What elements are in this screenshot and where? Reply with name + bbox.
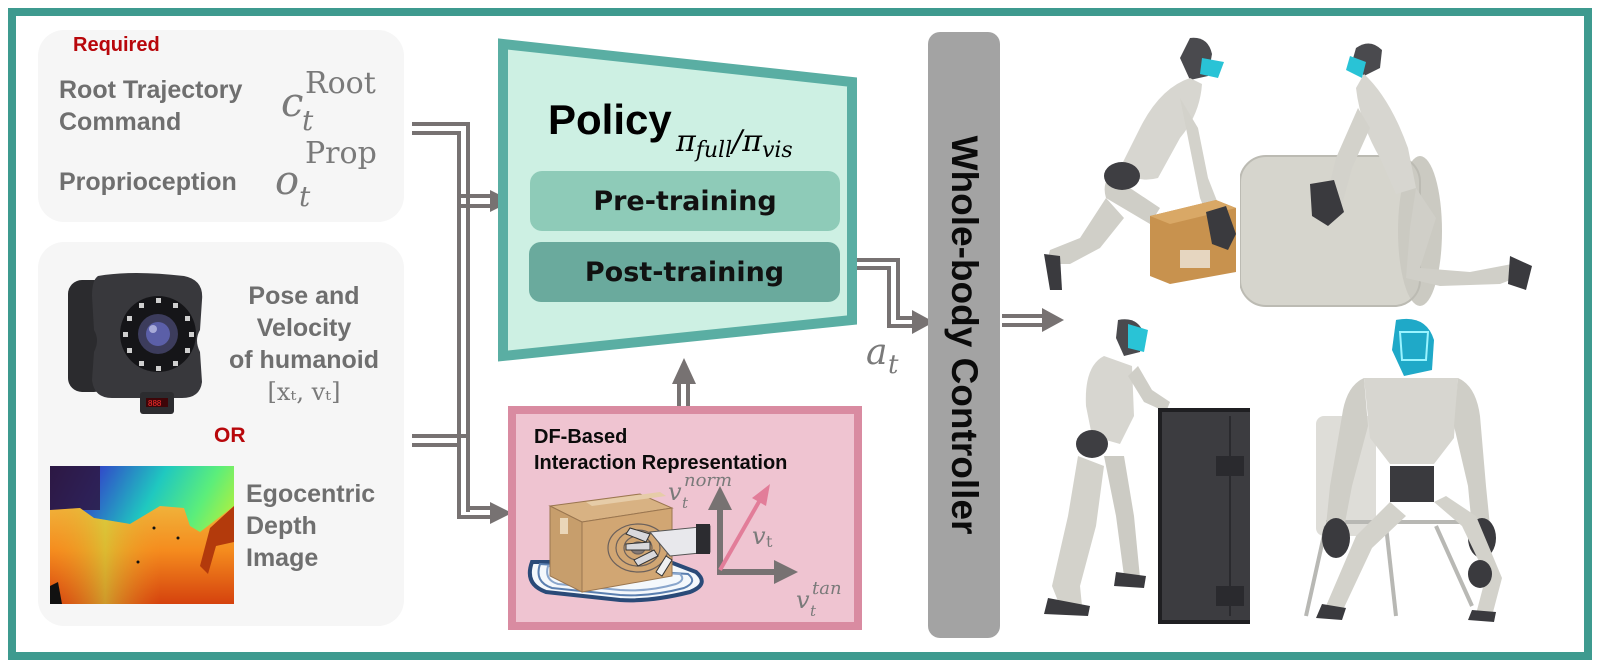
action-sub: t xyxy=(888,350,899,380)
required-label: Required xyxy=(73,34,160,56)
root-trajectory-label-line1: Root Trajectory xyxy=(59,76,243,104)
root-symbol-sub: t xyxy=(302,104,314,137)
arrowhead-outputs xyxy=(1042,308,1064,332)
policy-pi-vis-index: vis xyxy=(761,138,793,163)
v-sub: t xyxy=(766,532,773,551)
egocentric-depth-image xyxy=(50,466,234,604)
v-tan-base: v xyxy=(796,586,810,614)
df-title-line2: Interaction Representation xyxy=(534,452,788,474)
svg-text:888: 888 xyxy=(148,399,162,408)
pose-velocity-line2: Velocity xyxy=(256,314,352,342)
policy-pi-full: π xyxy=(676,124,696,159)
camera-ir-leds xyxy=(123,298,194,371)
scene-robot-sitting-chair xyxy=(1304,318,1502,622)
arrow-required-to-trunk-inner xyxy=(412,131,461,196)
v-norm-label: v t norm xyxy=(668,470,758,512)
proprioception-symbol: o t Prop xyxy=(275,136,395,213)
flight-case-object xyxy=(1158,408,1250,624)
required-inputs-panel xyxy=(38,30,404,222)
posttraining-stage: Post-training xyxy=(529,242,840,302)
arrow-policy-to-controller-inner xyxy=(854,266,914,328)
df-box-hand-illustration xyxy=(527,492,711,603)
policy-pi-full-index: full xyxy=(695,138,733,163)
proprioception-label: Proprioception xyxy=(59,168,237,196)
df-title: DF-Based Interaction Representation xyxy=(534,424,787,476)
policy-subscript: πfull/πvis xyxy=(676,124,793,163)
depth-label-line1: Egocentric xyxy=(246,480,376,508)
df-title-line1: DF-Based xyxy=(534,426,628,448)
humanoid-robot-standing xyxy=(1044,319,1170,616)
pose-velocity-line3: of humanoid xyxy=(229,346,379,374)
depth-label-line2: Depth xyxy=(246,512,317,540)
depth-label-line3: Image xyxy=(246,544,319,572)
tracking-camera-image: 888 xyxy=(68,273,203,414)
root-trajectory-label-line2: Command xyxy=(59,108,182,136)
root-trajectory-label: Root Trajectory Command xyxy=(59,74,242,138)
tangent-axis-head xyxy=(774,560,798,584)
velocity-vector-head xyxy=(752,484,770,506)
pose-velocity-label: Pose and Velocity of humanoid xyxy=(218,280,390,376)
arrow-trunk-to-df-upper xyxy=(466,445,492,510)
v-norm-base: v xyxy=(668,478,682,506)
pose-velocity-line1: Pose and xyxy=(248,282,360,310)
velocity-decomposition-diagram xyxy=(708,484,798,584)
humanoid-robot-seated xyxy=(1316,318,1502,622)
whole-body-controller-block: Whole-body Controller xyxy=(928,32,1000,638)
root-symbol-sup: Root xyxy=(305,66,376,101)
prop-symbol-sup: Prop xyxy=(305,136,377,171)
scene-robot-pushing-case xyxy=(1044,319,1250,624)
policy-pi-vis: π xyxy=(742,124,762,159)
scene-robot-lifting-box xyxy=(1044,37,1236,290)
prop-symbol-base: o xyxy=(275,158,300,204)
robot-hand-on-box xyxy=(1206,206,1236,250)
root-trajectory-symbol: c t Root xyxy=(281,66,401,137)
whole-body-controller-label: Whole-body Controller xyxy=(944,135,985,535)
v-tan-label: v t tan xyxy=(796,578,856,620)
policy-title: Policy πfull/πvis xyxy=(548,96,848,166)
arrow-policy-to-controller-outer xyxy=(854,258,914,320)
v-base: v xyxy=(752,522,766,550)
arrowhead-df-to-policy xyxy=(672,358,696,384)
arrowhead-controller xyxy=(912,310,934,334)
v-label: v t xyxy=(752,522,792,558)
root-symbol-base: c xyxy=(281,80,304,126)
prop-symbol-sub: t xyxy=(299,180,311,213)
action-label: a t xyxy=(866,332,926,382)
cardboard-box xyxy=(548,492,674,593)
depth-dark-region xyxy=(50,466,100,510)
policy-title-text: Policy xyxy=(548,96,672,143)
v-tan-sub: t xyxy=(810,602,817,620)
v-norm-sub: t xyxy=(682,494,689,512)
arrow-required-to-trunk-outer xyxy=(412,122,470,196)
velocity-vector xyxy=(718,499,762,571)
depth-label: Egocentric Depth Image xyxy=(246,478,375,574)
normal-axis-head xyxy=(708,486,732,510)
arrow-trunk-to-df-lower xyxy=(457,445,492,519)
pose-velocity-symbol: [xₜ, vₜ] xyxy=(267,378,341,406)
policy-slash: / xyxy=(732,124,743,159)
v-norm-sup: norm xyxy=(684,470,733,491)
humanoid-robot-pushing xyxy=(1310,43,1532,290)
action-base: a xyxy=(866,332,888,373)
pretraining-stage: Pre-training xyxy=(530,171,840,231)
v-tan-sup: tan xyxy=(812,578,842,599)
arrowhead-df xyxy=(490,502,512,524)
scene-robot-rolling-cylinder xyxy=(1240,43,1532,307)
depth-near-object xyxy=(200,506,234,574)
robot-hand xyxy=(625,524,711,577)
or-label: OR xyxy=(214,424,246,447)
